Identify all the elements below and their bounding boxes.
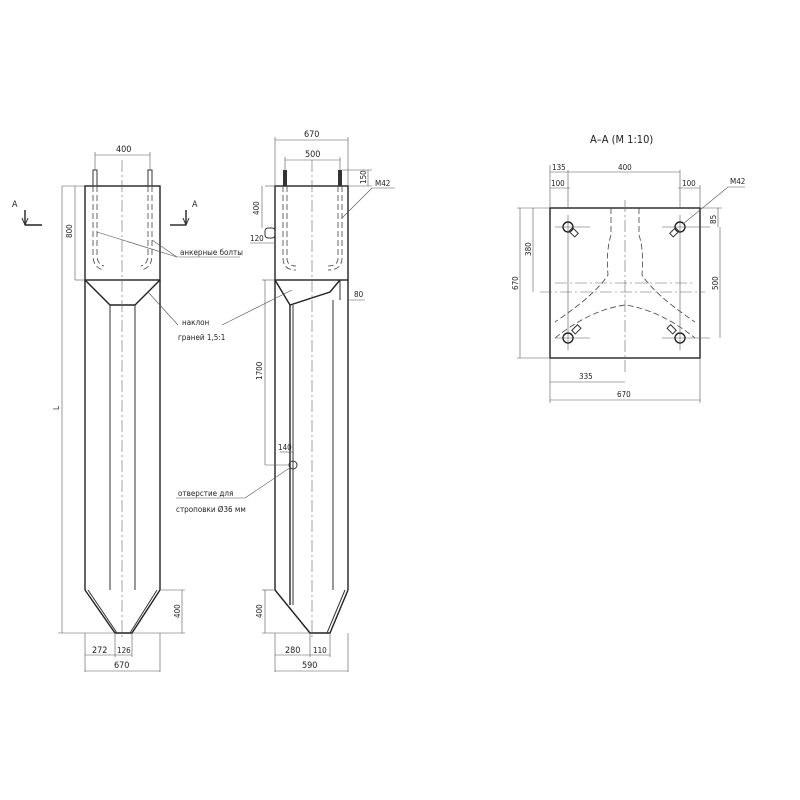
dim-tip-offset: 272 <box>92 646 107 656</box>
dim-width: 670 <box>617 390 631 399</box>
dim-edge-100-right: 100 <box>682 179 696 188</box>
note-slope-line1: наклон <box>182 318 209 327</box>
dim-center-y: 380 <box>524 242 533 256</box>
dim-width: 670 <box>304 130 319 140</box>
dim-width-bottom: 590 <box>302 661 317 671</box>
side-anchor-bolts <box>282 170 343 271</box>
section-bolt-size-label: M42 <box>730 177 745 186</box>
dim-tip-width: 110 <box>313 646 327 655</box>
dim-lug-top: 400 <box>252 201 261 215</box>
dim-bolt-protrusion: 150 <box>359 170 368 184</box>
annotations: анкерные болты наклон граней 1,5:1 отвер… <box>96 231 293 514</box>
dim-bolt-spacing-x: 400 <box>618 163 632 172</box>
section-bolts <box>555 215 710 350</box>
bolt-size-label: M42 <box>375 179 390 188</box>
dim-hole-offset: 140 <box>278 443 292 452</box>
dim-top-offset: 85 <box>709 215 718 224</box>
side-pile-body <box>264 160 349 640</box>
dim-lug-height: 120 <box>250 234 264 243</box>
dim-edge-left: 135 <box>552 163 566 172</box>
dim-hole-depth: 1700 <box>255 361 264 380</box>
note-hole-line2: строповки Ø36 мм <box>176 504 246 514</box>
lifting-lug <box>264 227 276 239</box>
section-letter: A <box>192 200 198 210</box>
dim-step: 80 <box>354 290 364 299</box>
dim-bolt-spacing: 500 <box>305 150 320 160</box>
note-hole-line1: отверстие для <box>178 489 233 498</box>
section-letter: A <box>12 200 18 210</box>
section-mark-left: A <box>12 200 42 227</box>
dim-tip-offset: 280 <box>285 646 300 656</box>
note-slope-line2: граней 1,5:1 <box>178 333 225 342</box>
dim-width: 670 <box>114 661 129 671</box>
front-view: A A <box>12 145 198 672</box>
dim-head-height: 800 <box>65 224 74 238</box>
side-dimensions: 670 500 150 M42 400 120 80 1700 140 <box>250 130 395 672</box>
dim-length: L <box>52 406 61 410</box>
section-view: A–A (M 1:10) 135 400 100 100 <box>511 133 745 403</box>
dim-bolt-spacing: 400 <box>116 145 131 155</box>
section-title: A–A (M 1:10) <box>590 133 653 146</box>
dim-tip-height: 400 <box>255 604 264 618</box>
front-pile-body <box>84 160 161 640</box>
dim-edge-100-left: 100 <box>551 179 565 188</box>
dim-bolt-spacing-y: 500 <box>711 276 720 290</box>
section-mark-right: A <box>170 200 198 227</box>
front-dimensions: 400 800 L 400 272 126 670 <box>52 145 185 672</box>
front-anchor-bolts <box>92 169 153 271</box>
section-dimensions: 135 400 100 100 M42 85 380 670 500 335 6… <box>511 163 745 403</box>
dim-tip-width: 126 <box>117 646 131 655</box>
dim-height: 670 <box>511 276 520 290</box>
dim-half-width: 335 <box>579 372 593 381</box>
note-anchor-bolts: анкерные болты <box>180 247 243 257</box>
dim-tip-height: 400 <box>173 604 182 618</box>
side-view: 670 500 150 M42 400 120 80 1700 140 <box>250 130 395 672</box>
